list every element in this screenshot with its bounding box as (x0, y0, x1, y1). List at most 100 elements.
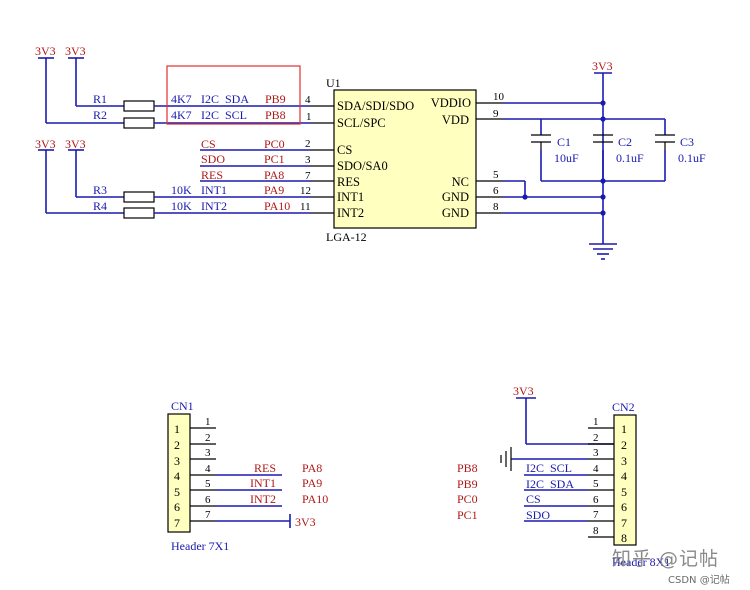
svg-text:PC1: PC1 (264, 152, 285, 166)
svg-text:5: 5 (593, 478, 599, 490)
svg-text:1: 1 (621, 422, 627, 436)
svg-text:8: 8 (593, 525, 599, 537)
svg-text:LGA-12: LGA-12 (326, 230, 367, 244)
svg-text:2: 2 (205, 432, 211, 444)
svg-text:VDDIO: VDDIO (431, 96, 471, 110)
svg-text:11: 11 (300, 201, 311, 213)
svg-text:2: 2 (621, 438, 627, 452)
net-res: RES PA8 (200, 168, 310, 182)
power-symbol-3v3: 3V3 (65, 44, 86, 106)
svg-text:5: 5 (205, 478, 211, 490)
svg-text:CS: CS (526, 492, 541, 506)
svg-text:RES: RES (337, 175, 360, 189)
svg-text:I2C SCL: I2C SCL (526, 461, 572, 475)
resistor-r2: R2 4K7 I2C SCL PB8 (46, 108, 310, 129)
svg-text:SDO/SA0: SDO/SA0 (337, 159, 388, 173)
svg-text:4: 4 (593, 463, 599, 475)
svg-text:4: 4 (305, 94, 311, 106)
svg-text:0.1uF: 0.1uF (678, 151, 706, 165)
connector-cn2: 3V3 CN2 1 2 3 4 5 6 7 8 1 2 3 4 5 6 7 8 (457, 384, 670, 569)
svg-text:3: 3 (174, 454, 180, 468)
svg-text:INT1: INT1 (250, 476, 276, 490)
svg-text:6: 6 (174, 500, 180, 514)
svg-text:R2: R2 (93, 108, 107, 122)
svg-text:GND: GND (442, 190, 469, 204)
capacitor-c2: C2 0.1uF (593, 134, 644, 165)
svg-text:3V3: 3V3 (592, 59, 613, 73)
svg-text:U1: U1 (326, 76, 341, 90)
svg-text:12: 12 (300, 185, 311, 197)
power-symbol-3v3: 3V3 (65, 137, 86, 197)
svg-text:SDO: SDO (201, 152, 225, 166)
watermark-csdn: CSDN @记帖 (668, 575, 730, 586)
svg-text:10K: 10K (171, 199, 192, 213)
svg-text:1: 1 (205, 416, 211, 428)
svg-text:GND: GND (442, 206, 469, 220)
svg-text:I2C SDA: I2C SDA (526, 477, 574, 491)
svg-text:R3: R3 (93, 183, 107, 197)
svg-text:9: 9 (493, 108, 499, 120)
svg-text:R1: R1 (93, 92, 107, 106)
svg-text:6: 6 (205, 494, 211, 506)
svg-text:5: 5 (174, 485, 180, 499)
u1-chip: U1 LGA-12 4 1 2 3 7 12 11 SDA/SDI/SDO SC… (300, 76, 505, 244)
svg-text:7: 7 (305, 170, 311, 182)
resistor-r3: R3 10K INT1 PA9 (76, 183, 310, 203)
svg-text:SCL/SPC: SCL/SPC (337, 116, 386, 130)
svg-text:INT2: INT2 (201, 199, 227, 213)
resistor-r1: R1 4K7 I2C SDA PB9 (76, 92, 310, 112)
svg-text:Header 8X1: Header 8X1 (612, 555, 670, 569)
svg-text:R4: R4 (93, 199, 107, 213)
svg-text:3: 3 (305, 154, 311, 166)
svg-text:INT1: INT1 (337, 190, 364, 204)
svg-text:10uF: 10uF (554, 151, 579, 165)
svg-text:SDA/SDI/SDO: SDA/SDI/SDO (337, 99, 414, 113)
svg-text:3: 3 (593, 447, 599, 459)
svg-text:4K7: 4K7 (171, 92, 192, 106)
svg-text:PA8: PA8 (264, 168, 284, 182)
svg-text:PB9: PB9 (265, 92, 286, 106)
svg-text:3V3: 3V3 (35, 137, 56, 151)
svg-text:INT1: INT1 (201, 183, 227, 197)
svg-text:4: 4 (205, 463, 211, 475)
svg-text:10K: 10K (171, 183, 192, 197)
svg-text:3V3: 3V3 (65, 44, 86, 58)
svg-text:CN2: CN2 (612, 400, 635, 414)
capacitor-c3: C3 0.1uF (655, 134, 706, 165)
watermark-zhihu: 知乎 @记帖 (612, 548, 720, 570)
svg-text:C3: C3 (680, 135, 694, 149)
svg-text:PB8: PB8 (265, 108, 286, 122)
svg-text:SDO: SDO (526, 508, 550, 522)
svg-text:CS: CS (337, 143, 352, 157)
svg-text:PB8: PB8 (457, 461, 478, 475)
resistor-r4: R4 10K INT2 PA10 (46, 199, 310, 219)
svg-text:6: 6 (593, 494, 599, 506)
svg-text:RES: RES (201, 168, 223, 182)
svg-text:8: 8 (621, 531, 627, 545)
svg-text:VDD: VDD (442, 113, 469, 127)
svg-text:CS: CS (201, 137, 216, 151)
svg-text:CN1: CN1 (171, 399, 194, 413)
svg-text:NC: NC (452, 175, 469, 189)
svg-text:3V3: 3V3 (513, 384, 534, 398)
connector-cn1: CN1 1 2 3 4 5 6 7 1 2 3 4 5 6 7 RES PA8 … (167, 399, 328, 553)
svg-text:7: 7 (621, 516, 627, 530)
svg-text:1: 1 (306, 111, 312, 123)
decoupling-network (503, 73, 666, 244)
svg-text:5: 5 (621, 485, 627, 499)
svg-text:4: 4 (174, 469, 180, 483)
svg-text:PC0: PC0 (264, 137, 285, 151)
svg-text:PA10: PA10 (264, 199, 290, 213)
svg-text:3V3: 3V3 (65, 137, 86, 151)
svg-text:PC0: PC0 (457, 492, 478, 506)
svg-text:3: 3 (205, 447, 211, 459)
svg-text:INT2: INT2 (337, 206, 364, 220)
i2c-highlight-box (166, 65, 301, 125)
svg-text:7: 7 (174, 516, 180, 530)
net-sdo: SDO PC1 (200, 152, 310, 167)
svg-text:PB9: PB9 (457, 477, 478, 491)
svg-text:3V3: 3V3 (295, 515, 316, 529)
power-symbol-3v3: 3V3 (592, 59, 613, 74)
svg-text:PA9: PA9 (302, 476, 322, 490)
svg-text:2: 2 (174, 438, 180, 452)
